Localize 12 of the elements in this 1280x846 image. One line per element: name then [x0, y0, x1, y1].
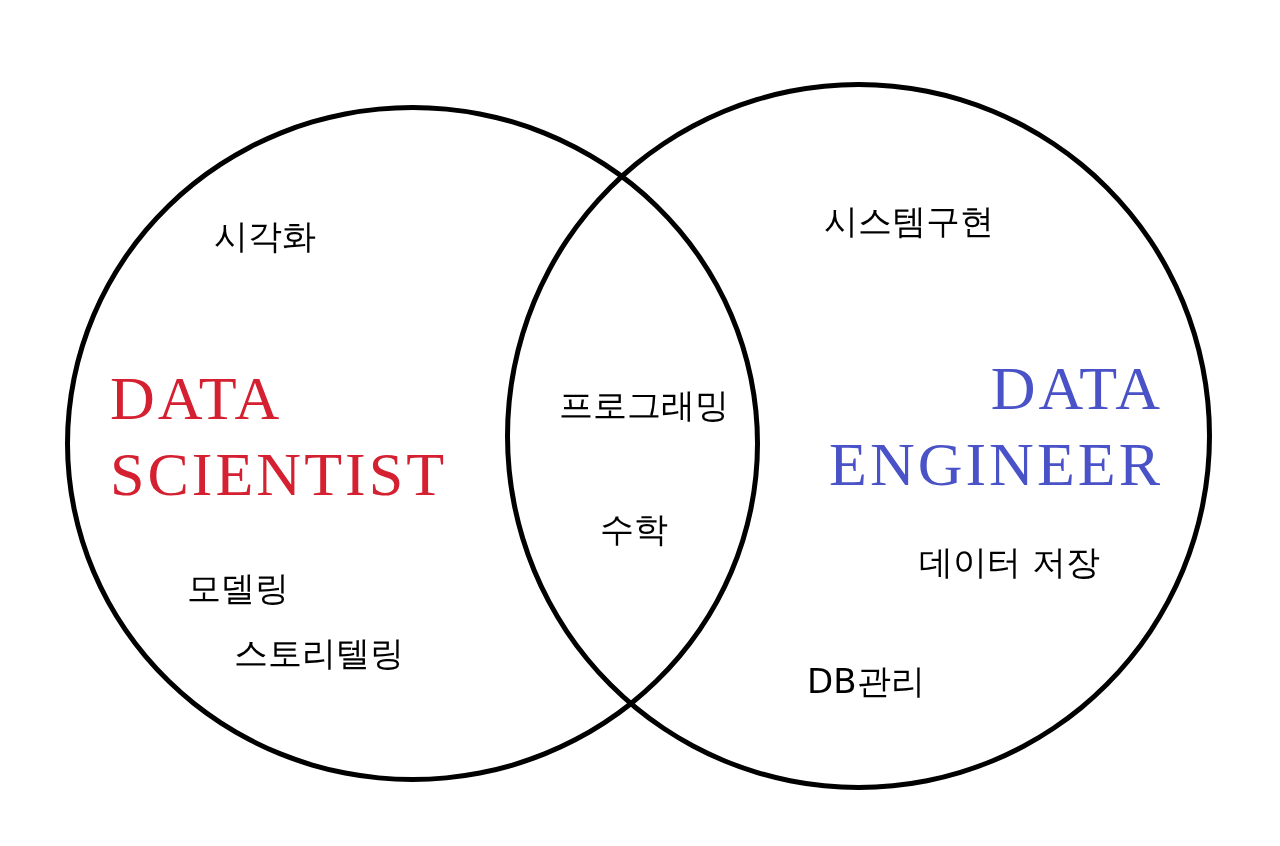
skill-label: 모델링: [187, 568, 289, 608]
skill-label: DB관리: [807, 661, 925, 701]
skill-label: 시각화: [214, 216, 316, 256]
venn-circle: [505, 82, 1212, 790]
skill-label: 프로그래밍: [559, 385, 729, 425]
skill-label: 데이터 저장: [919, 542, 1100, 582]
circle-title: DATA ENGINEER: [828, 353, 1163, 500]
circle-title: DATA SCIENTIST: [110, 363, 448, 510]
venn-circle: [65, 105, 760, 782]
skill-label: 시스템구현: [824, 201, 994, 241]
skill-label: 수학: [600, 509, 668, 549]
skill-label: 스토리텔링: [234, 633, 404, 673]
